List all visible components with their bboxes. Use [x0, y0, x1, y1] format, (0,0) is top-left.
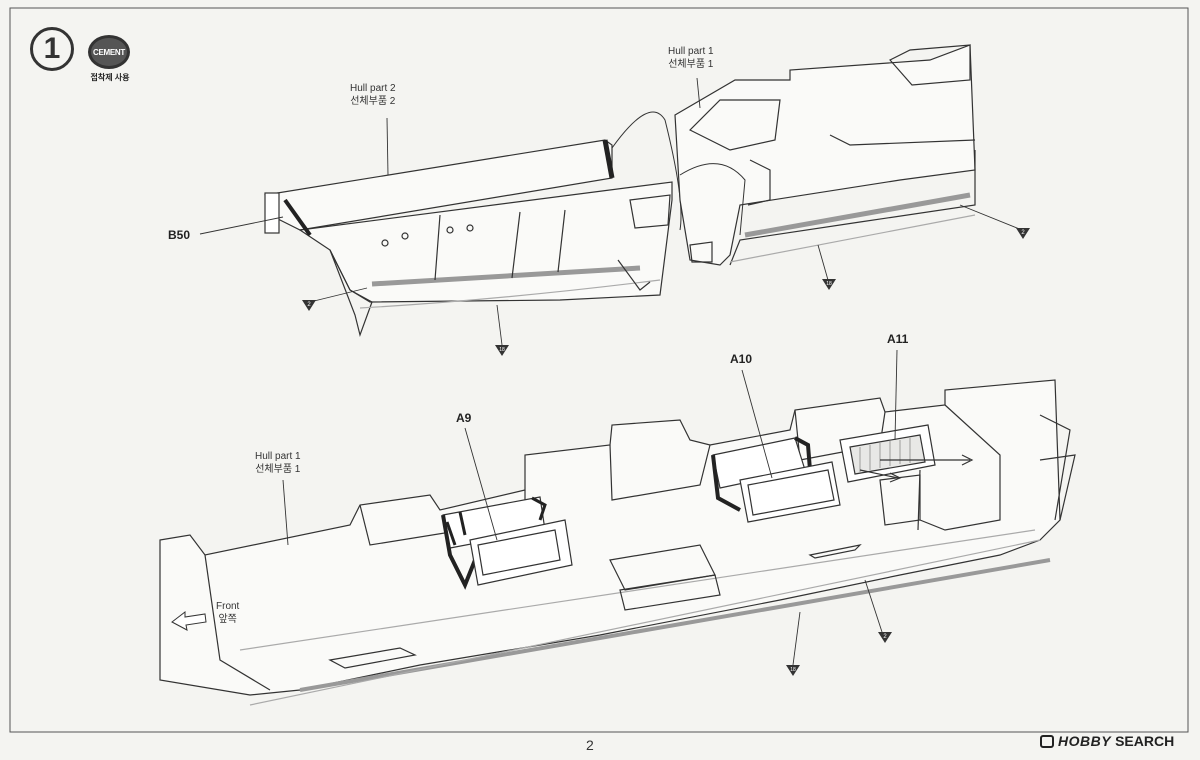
part-a11-drawing [839, 424, 936, 483]
svg-text:18: 18 [790, 667, 796, 673]
leader-line [894, 349, 898, 441]
label-hull-part-1-bottom: Hull part 1 선체부품 1 [255, 450, 301, 476]
label-part-a11: A11 [887, 332, 909, 346]
leader-line [864, 579, 883, 633]
label-hull-part-2-ko: 선체부품 2 [350, 96, 396, 107]
label-hull-part-1-top-en: Hull part 1 [668, 46, 714, 57]
label-front-en: Front [216, 601, 240, 612]
hobbysearch-logo-icon [1040, 734, 1054, 748]
label-front: Front 앞쪽 [216, 600, 239, 626]
marker-18-bottom: 18 [786, 665, 800, 676]
marker-18-top-left: 18 [495, 345, 509, 356]
label-hull-part-2: Hull part 2 선체부품 2 [350, 82, 396, 108]
cement-icon: CEMENT [88, 35, 130, 69]
front-direction-arrow [171, 610, 207, 631]
label-hull-part-1-top-ko: 선체부품 1 [668, 59, 714, 70]
svg-text:2: 2 [883, 634, 887, 640]
leader-line [817, 244, 829, 281]
svg-text:18: 18 [499, 347, 505, 353]
cement-label: CEMENT [93, 47, 125, 57]
cement-note: 접착제 사용 [90, 73, 130, 82]
label-part-a9: A9 [456, 411, 472, 425]
label-hull-part-1-top: Hull part 1 선체부품 1 [668, 45, 714, 71]
label-hull-part-1-bottom-ko: 선체부품 1 [255, 464, 301, 475]
watermark-brand: HOBBY [1058, 733, 1112, 749]
label-hull-part-2-en: Hull part 2 [350, 83, 396, 94]
leader-line [959, 204, 1023, 231]
leader-line [282, 479, 289, 546]
hull-part-2-drawing [264, 139, 673, 338]
leader-line [741, 369, 773, 479]
hull-part-1-top-drawing [674, 44, 976, 266]
alignment-guide-line [611, 111, 682, 231]
label-part-a10: A10 [730, 352, 753, 366]
leader-line [792, 611, 801, 666]
page-frame [9, 7, 1189, 733]
alignment-guide-line [679, 163, 746, 236]
leader-line [496, 304, 503, 346]
label-front-ko: 앞쪽 [218, 614, 237, 625]
page-number: 2 [586, 737, 594, 753]
hull-part-1-bottom-drawing [159, 379, 1076, 706]
leader-line [696, 77, 701, 109]
svg-text:18: 18 [826, 281, 832, 287]
insertion-arrows [859, 454, 974, 531]
leader-line [464, 427, 498, 541]
label-hull-part-1-bottom-en: Hull part 1 [255, 451, 301, 462]
svg-text:2: 2 [307, 302, 311, 308]
watermark: HOBBY SEARCH [1040, 733, 1174, 749]
watermark-word: SEARCH [1115, 733, 1175, 749]
leader-line [309, 287, 368, 303]
marker-2-top-left: 2 [302, 300, 316, 311]
step-number: 1 [43, 32, 61, 65]
marker-2-bottom: 2 [878, 632, 892, 643]
marker-2-top-right: 2 [1016, 228, 1030, 239]
leader-line [199, 216, 284, 235]
step-number-badge: 1 [30, 27, 74, 71]
leader-line [386, 117, 389, 176]
part-a9-drawing [441, 496, 573, 590]
label-part-b50: B50 [168, 228, 191, 242]
svg-text:2: 2 [1021, 230, 1025, 236]
marker-18-top-right: 18 [822, 279, 836, 290]
part-a10-drawing [711, 436, 841, 523]
